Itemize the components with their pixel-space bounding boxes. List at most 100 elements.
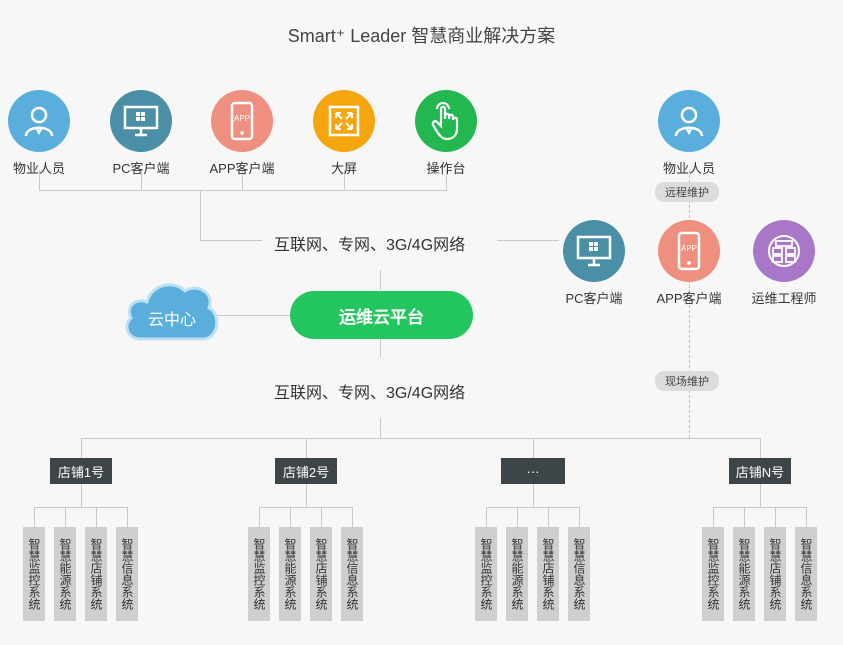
monitor-icon: [110, 90, 172, 152]
connector: [517, 507, 518, 527]
node-big-screen: 大屏: [296, 90, 392, 177]
store-box: ···: [501, 458, 565, 484]
system-box: 智慧信息系统: [116, 527, 138, 621]
connector: [306, 484, 307, 508]
connector: [81, 484, 82, 508]
person-icon: [8, 90, 70, 152]
connector: [290, 507, 291, 527]
connector: [380, 339, 381, 357]
connector: [548, 507, 549, 527]
connector: [259, 507, 260, 527]
connector: [713, 507, 807, 508]
system-box: 智慧店铺系统: [310, 527, 332, 621]
node-label: APP客户端: [656, 291, 722, 306]
node-pc-client-right: PC客户端: [546, 220, 642, 307]
person-icon: [658, 90, 720, 152]
system-box: 智慧能源系统: [54, 527, 76, 621]
system-box: 智慧能源系统: [279, 527, 301, 621]
connector: [352, 507, 353, 527]
phone-app-icon: APP: [658, 220, 720, 282]
onsite-maintenance-badge: 现场维护: [655, 371, 719, 391]
connector: [806, 507, 807, 527]
connector: [760, 438, 761, 458]
connector: [39, 190, 447, 191]
node-label: 操作台: [426, 161, 466, 176]
connector: [775, 507, 776, 527]
system-box: 智慧监控系统: [702, 527, 724, 621]
system-box: 智慧店铺系统: [537, 527, 559, 621]
remote-maintenance-badge: 远程维护: [655, 182, 719, 202]
svg-text:APP: APP: [234, 114, 250, 123]
connector: [380, 418, 381, 438]
system-box: 智慧信息系统: [795, 527, 817, 621]
connector: [380, 270, 381, 290]
node-console: 操作台: [398, 90, 494, 177]
node-label: PC客户端: [112, 161, 170, 176]
system-box: 智慧监控系统: [248, 527, 270, 621]
connector: [713, 507, 714, 527]
connector: [344, 170, 345, 190]
connector: [200, 240, 262, 241]
network-label-bottom: 互联网、专网、3G/4G网络: [274, 385, 466, 402]
system-box: 智慧店铺系统: [85, 527, 107, 621]
connector: [81, 438, 82, 458]
touch-hand-icon: [415, 90, 477, 152]
node-pc-client: PC客户端: [93, 90, 189, 177]
connector: [533, 484, 534, 508]
connector: [306, 438, 307, 458]
system-box: 智慧能源系统: [733, 527, 755, 621]
connector: [579, 507, 580, 527]
page-title: Smart⁺ Leader 智慧商业解决方案: [287, 26, 556, 46]
store-box: 店铺2号: [275, 458, 337, 484]
connector: [34, 507, 128, 508]
system-box: 智慧监控系统: [23, 527, 45, 621]
store-box: 店铺N号: [729, 458, 791, 484]
node-label: PC客户端: [565, 291, 623, 306]
connector: [218, 315, 290, 316]
node-property-staff-remote: 物业人员: [641, 90, 737, 177]
system-box: 智慧店铺系统: [764, 527, 786, 621]
node-label: 运维工程师: [751, 291, 817, 306]
store-box: 店铺1号: [50, 458, 112, 484]
connector: [259, 507, 353, 508]
cloud-icon: [125, 283, 219, 341]
connector: [242, 170, 243, 190]
svg-text:APP: APP: [681, 244, 697, 253]
node-app-client: APP APP客户端: [194, 90, 290, 177]
connector: [96, 507, 97, 527]
node-label: 物业人员: [662, 161, 715, 176]
system-box: 智慧能源系统: [506, 527, 528, 621]
connector: [81, 438, 761, 439]
connector: [533, 438, 534, 458]
node-label: APP客户端: [209, 161, 275, 176]
connector: [497, 240, 559, 241]
network-label-top: 互联网、专网、3G/4G网络: [274, 237, 466, 254]
fullscreen-icon: [313, 90, 375, 152]
connector: [486, 507, 580, 508]
connector: [486, 507, 487, 527]
node-label: 大屏: [330, 161, 357, 176]
node-property-staff: 物业人员: [0, 90, 87, 177]
node-label: 物业人员: [12, 161, 65, 176]
phone-app-icon: APP: [211, 90, 273, 152]
connector: [321, 507, 322, 527]
connector: [446, 170, 447, 190]
connector: [127, 507, 128, 527]
system-box: 智慧监控系统: [475, 527, 497, 621]
node-ops-engineer: 运维工程师: [736, 220, 832, 307]
connector: [141, 170, 142, 190]
monitor-icon: [563, 220, 625, 282]
ops-cloud-platform: 运维云平台: [290, 291, 473, 339]
node-app-client-right: APP APP客户端: [641, 220, 737, 307]
system-box: 智慧信息系统: [568, 527, 590, 621]
connector: [760, 484, 761, 508]
connector: [744, 507, 745, 527]
cloud-center-label: 云中心: [147, 312, 196, 329]
connector: [200, 190, 201, 240]
connector: [65, 507, 66, 527]
maintenance-dashed-line: [689, 170, 690, 438]
connector: [39, 170, 40, 190]
engineer-icon: [753, 220, 815, 282]
system-box: 智慧信息系统: [341, 527, 363, 621]
connector: [34, 507, 35, 527]
